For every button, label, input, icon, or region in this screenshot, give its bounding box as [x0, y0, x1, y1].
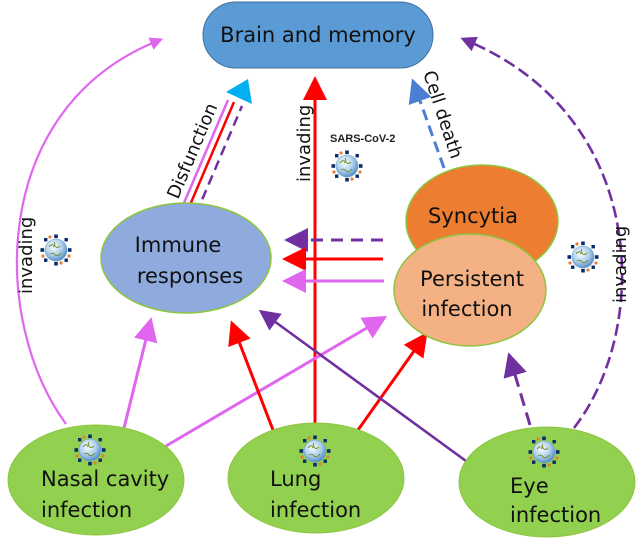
edge-nasal-to-immune — [122, 317, 158, 429]
virus-icon-eye — [528, 436, 560, 468]
virus-icon-lung — [299, 435, 331, 467]
node-nasal-cavity-infection[interactable]: Nasal cavity infection — [7, 424, 185, 536]
node-lung-label-line2: infection — [270, 498, 361, 522]
node-syncytia-label: Syncytia — [428, 204, 518, 228]
node-eye-infection[interactable]: Eye infection — [458, 426, 636, 538]
edge-eye-to-persistent — [503, 352, 532, 426]
node-persistent-infection[interactable]: Persistent infection — [393, 233, 547, 347]
node-persistent-label-line2: infection — [421, 297, 512, 321]
node-persistent-label-line1: Persistent — [420, 267, 524, 291]
label-right-invading: invading — [610, 226, 631, 303]
node-immune-label-line2: responses — [137, 264, 243, 288]
virus-icon-nasal — [74, 434, 106, 466]
label-left-invading: invading — [16, 217, 37, 294]
edge-nasal-to-brain — [15, 37, 164, 425]
node-nasal-label-line2: infection — [41, 498, 132, 522]
edge-syncytia-to-brain — [408, 78, 446, 169]
virus-icon-left — [40, 234, 72, 266]
node-brain-label: Brain and memory — [220, 23, 416, 47]
edge-eye-to-brain — [460, 36, 624, 429]
node-lung-infection[interactable]: Lung infection — [227, 422, 405, 534]
edge-lung-to-persistent — [356, 332, 428, 431]
node-immune-label-line1: Immune — [135, 233, 222, 257]
virus-icon-center — [331, 150, 363, 182]
edge-immune-to-brain-magenta — [179, 99, 230, 211]
node-eye-label-line1: Eye — [510, 474, 549, 498]
edge-immune-to-brain-red — [185, 101, 236, 213]
node-eye-label-line2: infection — [510, 503, 601, 527]
edge-nasal-to-persistent — [165, 315, 388, 448]
disfunction-arrowhead — [226, 79, 252, 104]
sars-cov-2-label: SARS-CoV-2 — [330, 133, 395, 145]
node-immune-responses[interactable]: Immune responses — [100, 202, 272, 314]
label-center-invading: invading — [294, 105, 315, 182]
node-nasal-label-line1: Nasal cavity — [41, 467, 169, 491]
virus-icon-right — [567, 241, 599, 273]
node-brain-and-memory[interactable]: Brain and memory — [202, 1, 434, 69]
edge-immune-to-brain-purple — [194, 105, 244, 215]
edge-eye-to-immune — [258, 309, 467, 463]
edge-lung-to-immune — [228, 320, 275, 431]
node-lung-label-line1: Lung — [270, 467, 321, 491]
